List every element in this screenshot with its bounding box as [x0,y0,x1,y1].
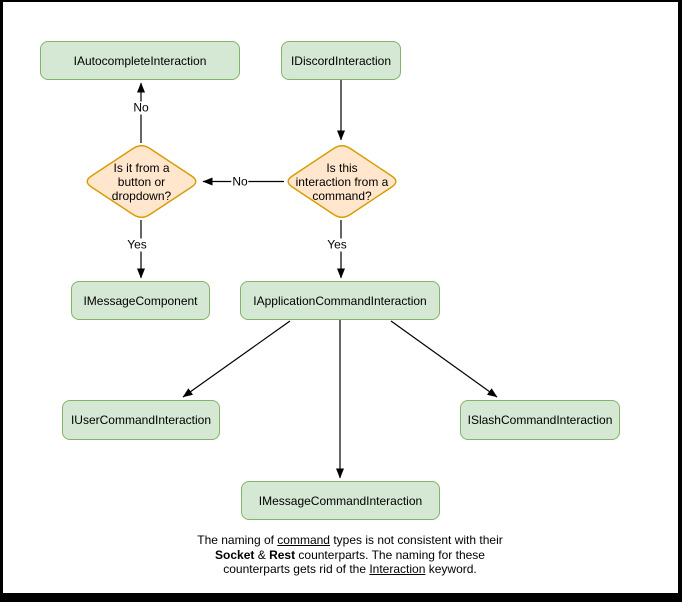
node-label: IAutocompleteInteraction [73,53,207,68]
caption-line-3: counterparts gets rid of the Interaction… [223,562,477,577]
node-autocomplete-interaction: IAutocompleteInteraction [40,41,240,80]
window-border-top [0,0,682,2]
window-border-right [678,0,682,602]
edge-label-yes-left: Yes [126,237,148,252]
node-label: IUserCommandInteraction [70,413,212,427]
decision-button-or-dropdown-shape [86,145,197,218]
node-label: IMessageCommandInteraction [258,493,423,508]
window-border-bottom [0,593,682,602]
node-label: IApplicationCommandInteraction [253,293,427,308]
bold-word-rest: Rest [269,547,296,562]
caption-note: The naming of command types is not consi… [175,533,525,577]
node-user-command-interaction: IUserCommandInteraction [62,400,220,440]
bold-word-socket: Socket [215,547,255,562]
underlined-word-interaction: Interaction [369,562,426,577]
node-message-command-interaction: IMessageCommandInteraction [241,481,440,520]
window-border-left [0,0,3,602]
decision-from-command-shape [287,145,397,218]
node-label: IMessageComponent [83,293,198,308]
edge-label-no-mid: No [231,174,249,189]
node-application-command-interaction: IApplicationCommandInteraction [240,281,440,320]
node-discord-interaction: IDiscordInteraction [281,41,401,80]
caption-line-1: The naming of command types is not consi… [197,533,503,547]
edge-label-no-top: No [132,100,150,115]
node-label: IDiscordInteraction [290,53,392,68]
edge-application-to-slash-command [390,320,498,398]
underlined-word-command: command [277,533,330,547]
edge-label-yes-right: Yes [326,237,348,252]
edge-application-to-user-command [182,320,291,398]
node-message-component: IMessageComponent [71,281,210,320]
node-slash-command-interaction: ISlashCommandInteraction [460,400,620,440]
node-label: ISlashCommandInteraction [467,413,613,427]
caption-line-2: Socket & Rest counterparts. The naming f… [215,547,485,562]
